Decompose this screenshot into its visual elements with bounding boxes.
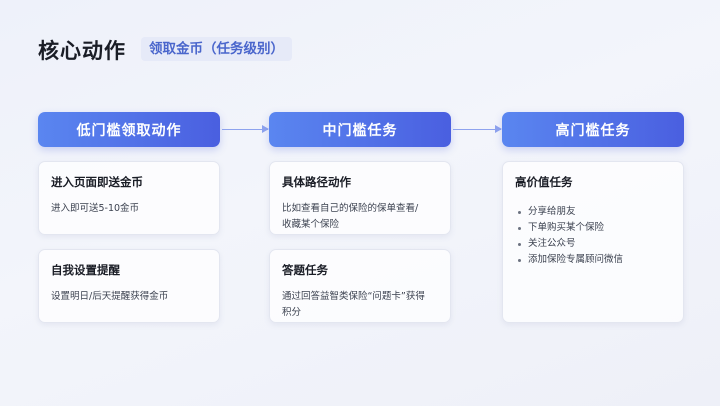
- flow-arrow-2: [453, 125, 502, 133]
- card-desc: 比如查看自己的保险的保单查看/收藏某个保险: [282, 203, 419, 230]
- card-desc: 通过回答益智类保险“问题卡”获得积分: [282, 291, 425, 318]
- card-title: 具体路径动作: [282, 175, 351, 189]
- flow-arrow-1: [222, 125, 269, 133]
- card-title: 进入页面即送金币: [51, 175, 143, 189]
- page-subtitle-badge: 领取金币（任务级别）: [141, 37, 292, 61]
- card-title: 自我设置提醒: [51, 263, 120, 277]
- card-desc: 设置明日/后天提醒获得金币: [51, 291, 169, 302]
- list-item: 分享给朋友: [515, 204, 671, 220]
- column-header-mid: 中门槛任务: [269, 112, 451, 147]
- card-path-action: 具体路径动作 比如查看自己的保险的保单查看/收藏某个保险: [269, 161, 451, 235]
- list-item: 关注公众号: [515, 236, 671, 252]
- task-bullet-list: 分享给朋友 下单购买某个保险 关注公众号 添加保险专属顾问微信: [515, 204, 671, 268]
- list-item: 添加保险专属顾问微信: [515, 252, 671, 268]
- card-enter-page-coins: 进入页面即送金币 进入即可送5-10金币: [38, 161, 220, 235]
- card-quiz-task: 答题任务 通过回答益智类保险“问题卡”获得积分: [269, 249, 451, 323]
- column-header-high: 高门槛任务: [502, 112, 684, 147]
- page-title: 核心动作: [38, 39, 126, 63]
- card-desc: 进入即可送5-10金币: [51, 203, 140, 214]
- card-title: 高价值任务: [515, 175, 573, 189]
- card-title: 答题任务: [282, 263, 328, 277]
- card-high-value-task: 高价值任务 分享给朋友 下单购买某个保险 关注公众号 添加保险专属顾问微信: [502, 161, 684, 323]
- column-header-low: 低门槛领取动作: [38, 112, 220, 147]
- card-self-reminder: 自我设置提醒 设置明日/后天提醒获得金币: [38, 249, 220, 323]
- list-item: 下单购买某个保险: [515, 220, 671, 236]
